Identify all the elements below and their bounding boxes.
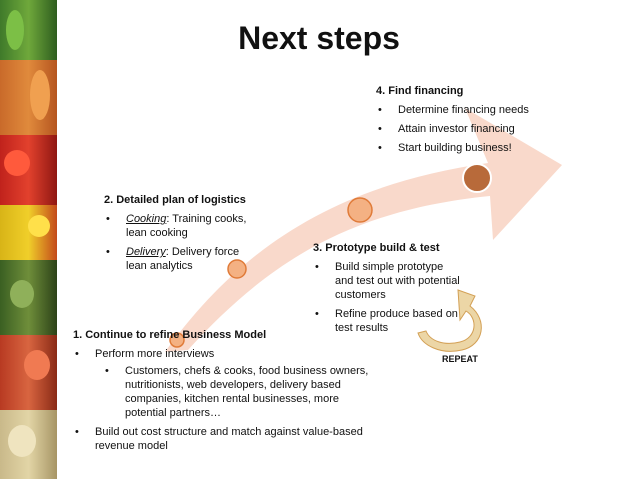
bullet-icon: • [106,246,110,258]
bullet-icon: • [378,104,382,116]
bullet-icon: • [75,348,79,360]
list-item: •Build simple prototype and test out wit… [315,261,460,301]
milestone-marker-1 [169,332,185,348]
bullet-icon: • [75,426,79,438]
bullet-icon: • [106,213,110,225]
bullet-term: Cooking [126,213,167,225]
bullet-list: •Perform more interviews •Customers, che… [73,347,383,453]
step-heading: 4. Find financing [376,85,464,97]
list-item: •Attain investor financing [378,123,515,135]
bullet-list: •Cooking: Training cooks, lean cooking •… [104,212,254,273]
list-item: •Perform more interviews [75,348,215,360]
slide-title: Next steps [238,20,400,56]
list-item: •Customers, chefs & cooks, food business… [105,365,369,419]
list-item: •Determine financing needs [378,104,529,116]
step-4-find-financing: 4. Find financing •Determine financing n… [376,84,576,155]
step-heading: 1. Continue to refine Business Model [73,329,267,341]
step-1-refine-business-model: 1. Continue to refine Business Model •Pe… [73,328,383,453]
list-item: •Cooking: Training cooks, lean cooking [106,213,247,239]
step-2-logistics-plan: 2. Detailed plan of logistics •Cooking: … [104,193,254,273]
vegetable-photo-strip [0,0,57,479]
bullet-list: •Determine financing needs •Attain inves… [376,103,576,155]
bullet-icon: • [378,123,382,135]
bullet-icon: • [105,365,109,377]
milestone-marker-2 [227,259,247,279]
bullet-icon: • [378,142,382,154]
bullet-icon: • [315,261,319,273]
milestone-marker-4 [462,163,492,193]
list-item: •Build out cost structure and match agai… [75,426,363,452]
repeat-label: REPEAT [442,354,478,364]
list-item: •Start building business! [378,142,512,154]
repeat-cycle-arrow [417,289,482,352]
step-heading: 3. Prototype build & test [313,242,440,254]
bullet-term: Delivery [126,246,166,258]
milestone-marker-3 [347,197,373,223]
bullet-icon: • [315,308,319,320]
step-3-prototype-build: 3. Prototype build & test •Build simple … [313,241,463,335]
step-heading: 2. Detailed plan of logistics [104,194,246,206]
bullet-list: •Build simple prototype and test out wit… [313,260,463,335]
list-item: •Refine produce based on test results [315,308,458,334]
list-item: •Delivery: Delivery force lean analytics [106,246,240,272]
progress-arrow [165,108,562,352]
